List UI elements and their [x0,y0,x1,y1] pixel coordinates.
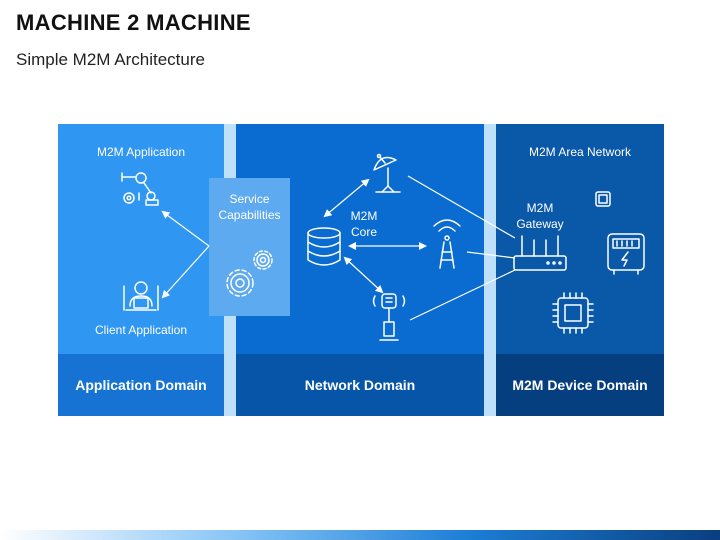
device-domain-panel: M2M Device Domain [496,124,664,416]
connector-service-to-app [161,210,210,247]
chip-small-icon [595,191,611,207]
m2m-area-network-label: M2M Area Network [528,145,632,159]
application-domain-body [58,124,224,354]
connector-core-controller [343,256,384,294]
satellite-dish-icon [373,153,401,193]
client-application-label: Client Application [94,323,188,337]
gears-icon [226,250,273,297]
application-domain-panel: Application Domain [58,124,224,416]
slide-subtitle: Simple M2M Architecture [16,50,205,69]
robot-arm-icon [121,172,159,206]
connector-service-to-client [161,245,210,299]
client-user-icon [123,281,159,311]
service-capabilities-box [209,178,290,316]
gateway-label-line1: M2M [526,201,554,215]
service-label-line1: Service [229,192,270,206]
m2m-application-label: M2M Application [96,145,186,159]
core-label-line2: Core [350,225,377,239]
m2m-gateway-label: M2M Gateway [506,200,574,232]
smart-meter-icon [607,233,645,275]
router-icon [513,235,567,271]
connector-core-satellite [323,178,370,218]
separator-right [484,124,496,416]
network-domain-footer: Network Domain [236,354,484,416]
service-capabilities-label: Service Capabilities [209,191,290,223]
antenna-tower-icon [433,219,461,269]
connector-controller-gateway [409,269,516,321]
application-domain-footer: Application Domain [58,354,224,416]
slide-title: MACHINE 2 MACHINE [16,10,251,35]
database-icon [307,227,341,266]
device-domain-footer: M2M Device Domain [496,354,664,416]
chip-large-icon [552,292,594,334]
bottom-gradient-bar [0,530,720,540]
touch-controller-icon [372,293,406,341]
gateway-label-line2: Gateway [516,217,564,231]
service-label-line2: Capabilities [218,208,281,222]
connector-satellite-gateway [407,175,516,239]
connector-tower-gateway [466,251,516,259]
